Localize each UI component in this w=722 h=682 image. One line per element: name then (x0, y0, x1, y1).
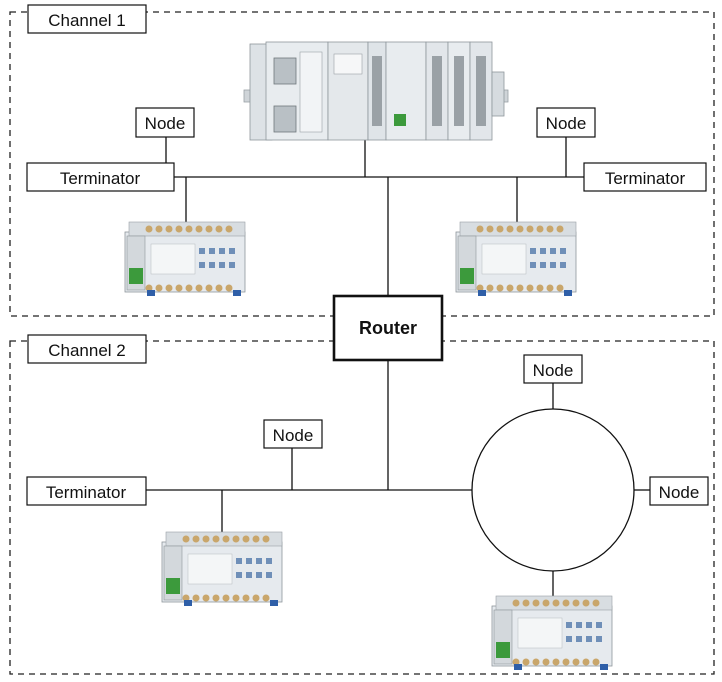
io-module-ch2-bus (161, 531, 283, 607)
io-module-ch2-ring (491, 595, 613, 671)
plc-controller-rack (243, 41, 509, 141)
channel-2-label: Channel 2 (27, 334, 147, 364)
svg-text:Node: Node (273, 426, 314, 445)
terminator-ch1-left: Terminator (26, 162, 175, 192)
io-module-ch1-right (455, 221, 577, 297)
channel-2-bus (146, 360, 650, 596)
node-ch1-left: Node (135, 107, 195, 138)
svg-text:Terminator: Terminator (46, 483, 127, 502)
svg-text:Node: Node (533, 361, 574, 380)
node-ch2-bus: Node (263, 419, 323, 449)
node-ch1-right: Node (536, 107, 596, 138)
router-box: Router (332, 294, 444, 362)
channel-1-region (9, 11, 715, 317)
channel-1-label: Channel 1 (27, 4, 147, 34)
io-module-ch1-left (124, 221, 246, 297)
terminator-ch2: Terminator (26, 476, 147, 506)
svg-text:Node: Node (546, 114, 587, 133)
terminator-ch1-right: Terminator (583, 162, 707, 192)
node-ch2-ring-top: Node (523, 354, 583, 384)
svg-text:Router: Router (359, 318, 417, 338)
ring-topology (471, 408, 635, 572)
svg-text:Node: Node (145, 114, 186, 133)
svg-text:Channel 2: Channel 2 (48, 341, 126, 360)
svg-text:Channel 1: Channel 1 (48, 11, 126, 30)
svg-text:Node: Node (659, 483, 700, 502)
node-ch2-ring-right: Node (649, 476, 709, 506)
svg-text:Terminator: Terminator (605, 169, 686, 188)
svg-text:Terminator: Terminator (60, 169, 141, 188)
